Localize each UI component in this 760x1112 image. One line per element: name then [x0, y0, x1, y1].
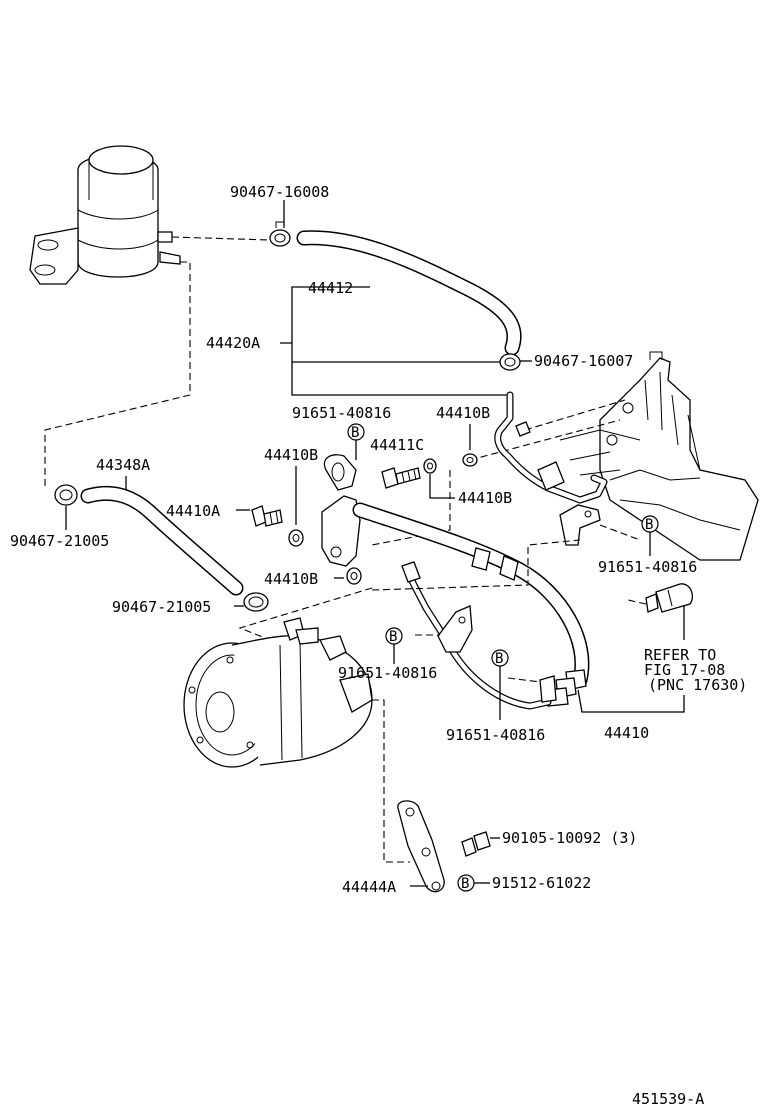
b-mark-right: B — [641, 515, 659, 533]
pipe-clamp-bracket — [559, 504, 601, 546]
bolt-pump-part — [461, 831, 491, 857]
refer-line-1: REFER TO — [644, 646, 716, 664]
b-mark-center: B — [385, 627, 403, 645]
pump-bracket-44444A — [397, 800, 445, 893]
b-mark-bottom-text: B — [495, 651, 503, 667]
reservoir-tank — [29, 145, 181, 285]
clamp-left-label: 90467-21005 — [10, 532, 109, 550]
leader-bolt-bottom — [507, 677, 541, 683]
leader-pump-union — [371, 539, 581, 591]
gasket-mid-right-part — [423, 458, 437, 474]
leader-reservoir-down — [44, 261, 191, 488]
bolt-right-label: 91651-40816 — [598, 558, 697, 576]
b-mark-bracket: B — [457, 874, 475, 892]
bolt-top-label: 91651-40816 — [292, 404, 391, 422]
union-bolt-44411C — [381, 467, 421, 489]
b-mark-right-text: B — [645, 517, 653, 533]
hose-upper-label: 44412 — [308, 279, 353, 297]
refer-line-3: (PNC 17630) — [648, 676, 747, 694]
clamp-lower-label: 90467-21005 — [112, 598, 211, 616]
leader-44411C — [371, 470, 451, 546]
gasket-right-label: 44410B — [436, 404, 490, 422]
union-bolt-44410A — [251, 505, 283, 527]
gasket-mid-left-part — [288, 529, 304, 547]
leader-gear-top — [524, 399, 626, 431]
bracket-label: 44444A — [342, 878, 396, 896]
bolt-bracket-label: 91512-61022 — [492, 874, 591, 892]
pipe-sleeve — [537, 461, 565, 491]
union-bolt-top — [515, 421, 531, 437]
leader-bracket-dash — [372, 699, 410, 863]
pressure-hose-label: 44410 — [604, 724, 649, 742]
steering-gear-housing — [559, 351, 759, 561]
return-hose-upper — [296, 230, 522, 356]
pressure-switch — [645, 583, 694, 613]
clamp-left-part — [54, 484, 78, 506]
leader-pressure-switch — [627, 599, 647, 605]
hose-fitting-1 — [471, 547, 519, 581]
leader-gasket-mid-right — [429, 474, 455, 499]
clamp-top-part — [269, 221, 291, 247]
leader-pump-inlet — [238, 587, 373, 641]
leader-gear-bolt — [599, 524, 641, 541]
hose-left-label: 44348A — [96, 456, 150, 474]
leader-gear-mid — [469, 419, 621, 461]
suction-hose-left — [80, 485, 244, 596]
b-mark-bracket-text: B — [461, 876, 469, 892]
leader-pressure-hose — [577, 689, 685, 713]
pressure-pipe-lower — [404, 568, 552, 710]
bolt-bottom-label: 91651-40816 — [446, 726, 545, 744]
bolt-center-label: 91651-40816 — [338, 664, 437, 682]
union-bolt-label: 44411C — [370, 436, 424, 454]
gasket-mid-right-label: 44410B — [458, 489, 512, 507]
gasket-right-part — [462, 453, 478, 467]
b-mark-top-text: B — [351, 425, 359, 441]
b-mark-top: B — [347, 423, 365, 441]
pipe-assy-label: 44420A — [206, 334, 260, 352]
pipe-lower-bracket — [401, 561, 557, 703]
pump-union-bracket — [321, 454, 361, 567]
power-steering-pump — [183, 617, 373, 768]
gasket-mid-left-label: 44410B — [264, 446, 318, 464]
clamp-mid-label: 90467-16007 — [534, 352, 633, 370]
bolt-pump-label: 90105-10092 (3) — [502, 829, 637, 847]
refer-line-2: FIG 17-08 — [644, 661, 725, 679]
figure-id: 451539-A — [632, 1090, 704, 1108]
leader-reservoir-to-clamp — [171, 236, 271, 241]
clamp-lower-part — [243, 592, 269, 612]
b-mark-bottom: B — [491, 649, 509, 667]
gasket-lower-label: 44410B — [264, 570, 318, 588]
clamp-mid-part — [499, 353, 521, 371]
pressure-hose-main — [352, 502, 590, 688]
group-bracket-44420A — [280, 286, 510, 396]
clamp-top-label: 90467-16008 — [230, 183, 329, 201]
b-mark-center-text: B — [389, 629, 397, 645]
gasket-lower-part — [346, 567, 362, 585]
union-bolt-a-label: 44410A — [166, 502, 220, 520]
